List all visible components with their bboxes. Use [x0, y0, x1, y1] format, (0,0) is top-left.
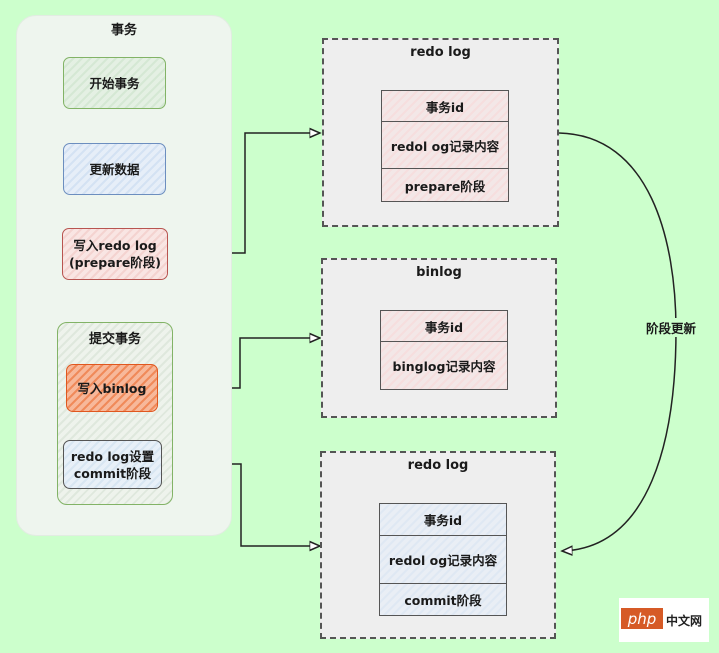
binlog-field-txid: 事务id	[380, 310, 508, 342]
binlog-box	[321, 258, 557, 418]
redo-prepare-field-content: redol og记录内容	[381, 122, 509, 169]
start-transaction-node[interactable]: 开始事务	[63, 57, 166, 109]
redo-log-prepare-title: redo log	[410, 45, 471, 60]
update-data-node[interactable]: 更新数据	[63, 143, 166, 195]
set-commit-line1: redo log设置	[70, 448, 155, 464]
start-transaction-label: 开始事务	[89, 75, 140, 91]
write-redo-line2: (prepare阶段)	[68, 255, 162, 270]
update-data-label: 更新数据	[89, 161, 140, 177]
redo-prepare-field-stage: prepare阶段	[381, 169, 509, 202]
binlog-title: binlog	[416, 265, 462, 280]
redo-prepare-field-txid: 事务id	[381, 90, 509, 122]
set-commit-node[interactable]: redo log设置 commit阶段	[63, 440, 162, 489]
commit-transaction-title: 提交事务	[88, 332, 141, 347]
redo-log-commit-title: redo log	[407, 458, 469, 473]
php-logo: php	[621, 608, 663, 629]
transaction-title: 事务	[110, 23, 137, 38]
write-redo-line1: 写入redo log	[73, 238, 157, 253]
edge-stage-update	[558, 132, 677, 551]
set-commit-line2: commit阶段	[73, 465, 152, 481]
watermark-text: 中文网	[666, 614, 703, 628]
binlog-field-content: binglog记录内容	[380, 342, 508, 390]
redo-commit-field-stage: commit阶段	[379, 584, 507, 616]
write-binlog-node[interactable]: 写入binlog	[66, 364, 158, 412]
stage-update-label: 阶段更新	[646, 318, 697, 337]
write-redo-log-node[interactable]: 写入redo log (prepare阶段)	[62, 228, 168, 280]
redo-commit-field-content: redol og记录内容	[379, 536, 507, 584]
write-binlog-label: 写入binlog	[77, 380, 147, 396]
redo-commit-field-txid: 事务id	[379, 503, 507, 536]
